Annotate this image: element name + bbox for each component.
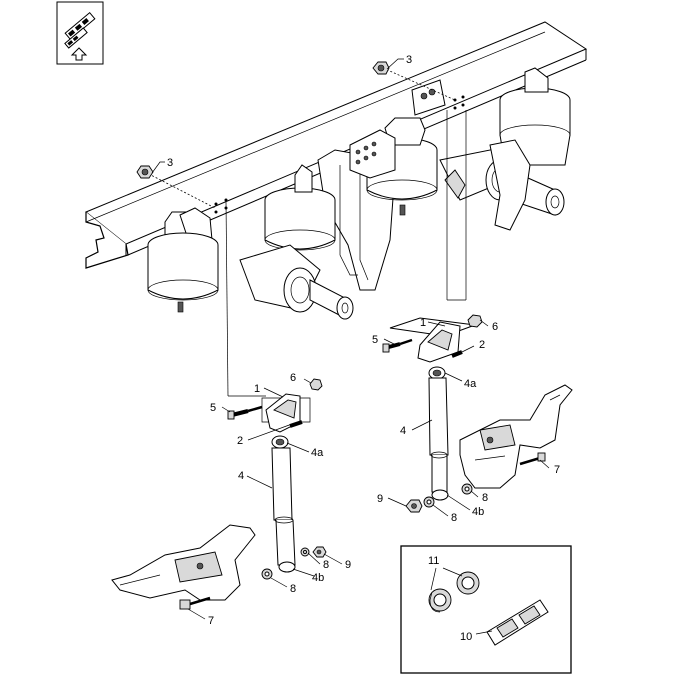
nut-top-left bbox=[136, 165, 154, 179]
callout-10-inset: 10 bbox=[460, 631, 472, 643]
shock-absorber-left bbox=[271, 435, 296, 573]
washer-lower-left-b bbox=[300, 547, 310, 557]
callout-5-right: 5 bbox=[372, 334, 378, 346]
callout-11-inset: 11 bbox=[428, 555, 439, 567]
callout-4a-right: 4a bbox=[464, 378, 477, 390]
washer-lower-left bbox=[261, 568, 273, 580]
pin-left bbox=[289, 420, 303, 428]
bolt-lower-right bbox=[519, 452, 546, 466]
callout-4-left: 4 bbox=[238, 470, 244, 482]
spring-seat-left bbox=[111, 524, 256, 601]
callout-3-left: 3 bbox=[167, 157, 173, 169]
washer-lower-right-b bbox=[423, 496, 435, 508]
shock-absorber-right bbox=[428, 366, 449, 501]
callout-1-left: 1 bbox=[254, 383, 260, 395]
air-spring-center bbox=[317, 79, 446, 291]
callout-8b-right: 8 bbox=[451, 512, 457, 524]
callout-9-right: 9 bbox=[377, 493, 383, 505]
callout-8-right: 8 bbox=[482, 492, 488, 504]
mounting-plate bbox=[486, 599, 549, 646]
bracket-right bbox=[389, 317, 476, 363]
callout-7-left: 7 bbox=[208, 615, 214, 627]
bolt-left bbox=[227, 405, 263, 420]
spring-seat-right bbox=[459, 384, 573, 489]
callout-labels: 3 3 1 6 5 2 4a 4 7 8 9 8 4b 6 1 5 2 4a 4… bbox=[167, 54, 560, 627]
callout-5-left: 5 bbox=[210, 402, 216, 414]
air-spring-middle bbox=[264, 164, 336, 251]
axle-hub-left bbox=[239, 244, 354, 320]
callout-4a-left: 4a bbox=[311, 447, 324, 459]
axle-hub-right bbox=[439, 139, 565, 231]
washer-left bbox=[309, 378, 323, 391]
callout-6-left: 6 bbox=[290, 372, 296, 384]
callout-4b-right: 4b bbox=[472, 506, 484, 518]
nut-lower-right bbox=[405, 499, 423, 513]
callout-4b-left: 4b bbox=[312, 572, 324, 584]
callout-7-right: 7 bbox=[554, 464, 560, 476]
inset-detail: 11 10 bbox=[400, 545, 572, 674]
direction-arrow-icon bbox=[64, 11, 96, 61]
air-spring-right bbox=[499, 67, 571, 166]
chassis-frame bbox=[85, 21, 588, 269]
callout-8b-left: 8 bbox=[323, 559, 329, 571]
bushing-pair bbox=[428, 571, 480, 613]
callout-6-right: 6 bbox=[492, 321, 498, 333]
guide-lines bbox=[144, 67, 467, 397]
orientation-icon-box bbox=[56, 1, 104, 65]
callout-4-right: 4 bbox=[400, 425, 406, 437]
washer-right bbox=[467, 314, 483, 328]
bracket-left bbox=[261, 393, 311, 433]
air-spring-left bbox=[147, 207, 219, 313]
leader-lines bbox=[151, 58, 550, 620]
callout-3-right: 3 bbox=[406, 54, 412, 66]
pin-right bbox=[451, 350, 463, 358]
callout-2-right: 2 bbox=[479, 339, 485, 351]
bolt-right bbox=[382, 338, 413, 353]
nut-lower-left bbox=[312, 546, 327, 558]
nut-top-right bbox=[372, 61, 390, 75]
bolt-lower-left bbox=[179, 596, 211, 610]
callout-8-left: 8 bbox=[290, 583, 296, 595]
callout-1-right: 1 bbox=[420, 317, 426, 329]
callout-2-left: 2 bbox=[237, 435, 243, 447]
washer-lower-right bbox=[461, 483, 473, 495]
callout-9-left: 9 bbox=[345, 559, 351, 571]
